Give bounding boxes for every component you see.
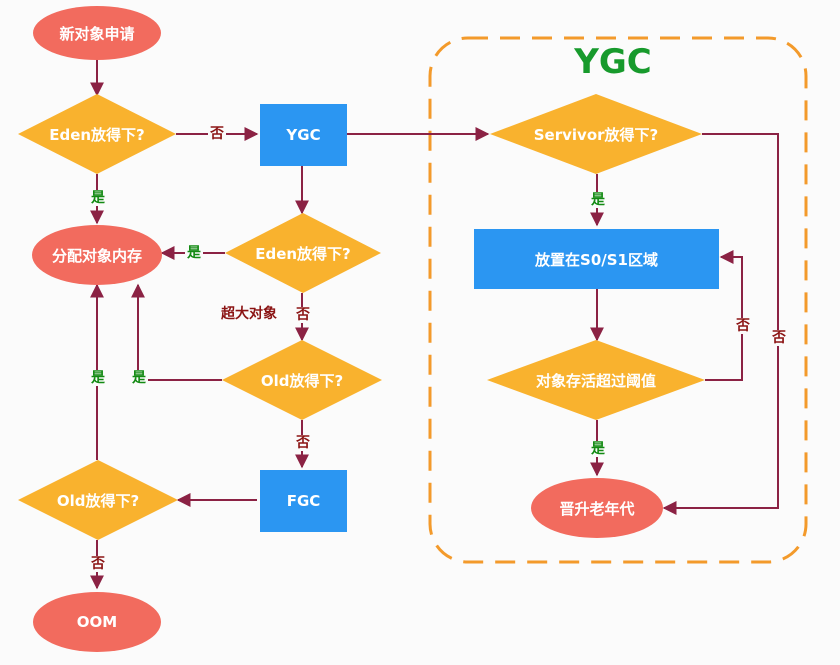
edge-label-yes: 是 [130, 370, 148, 386]
oom-label: OOM [76, 613, 118, 631]
ygc-box-label: YGC [286, 126, 321, 144]
new-object-label: 新对象申请 [59, 24, 135, 43]
edge-label-no: 否 [734, 318, 752, 334]
edge-label-yes: 是 [589, 441, 607, 457]
survivor-check-diamond: Servivor放得下? [490, 94, 702, 174]
age-check-label: 对象存活超过阈值 [535, 371, 656, 390]
edge-label-no: 否 [770, 330, 788, 346]
edge-label-yes: 是 [589, 192, 607, 208]
age-check-diamond: 对象存活超过阈值 [487, 340, 705, 420]
place-s0s1-box: 放置在S0/S1区域 [474, 229, 719, 289]
oom-node: OOM [33, 592, 161, 652]
edge-label-no: 否 [208, 126, 226, 142]
edge-label-no: 否 [294, 435, 312, 451]
eden-recheck-label: Eden放得下? [255, 244, 351, 263]
allocate-node: 分配对象内存 [32, 225, 162, 285]
edge-label-no: 否 [89, 556, 107, 572]
ygc-box: YGC [260, 104, 347, 166]
eden-check-diamond: Eden放得下? [18, 94, 176, 174]
edge-label-large-object: 超大对象 [219, 306, 279, 322]
promote-node: 晋升老年代 [531, 478, 663, 538]
edge-label-yes: 是 [89, 190, 107, 206]
old-recheck-label: Old放得下? [56, 491, 140, 510]
edge-label-yes: 是 [89, 370, 107, 386]
arrow-old1-to-allocate [131, 283, 222, 381]
edge-label-yes: 是 [185, 245, 203, 261]
old-check-label: Old放得下? [260, 371, 344, 390]
ygc-group-title: YGC [574, 42, 652, 82]
allocate-label: 分配对象内存 [51, 246, 142, 265]
new-object-node: 新对象申请 [33, 6, 161, 60]
promote-label: 晋升老年代 [559, 499, 635, 518]
arrow-survivor-to-promote [662, 133, 779, 515]
fgc-box-label: FGC [286, 492, 321, 510]
old-check-diamond: Old放得下? [222, 340, 382, 420]
edge-label-no: 否 [294, 307, 312, 323]
old-recheck-diamond: Old放得下? [18, 460, 178, 540]
eden-recheck-diamond: Eden放得下? [225, 213, 381, 293]
fgc-box: FGC [260, 470, 347, 532]
eden-check-label: Eden放得下? [49, 125, 145, 144]
ygc-group-border [428, 36, 808, 564]
place-s0s1-label: 放置在S0/S1区域 [535, 250, 658, 269]
survivor-check-label: Servivor放得下? [533, 125, 659, 144]
